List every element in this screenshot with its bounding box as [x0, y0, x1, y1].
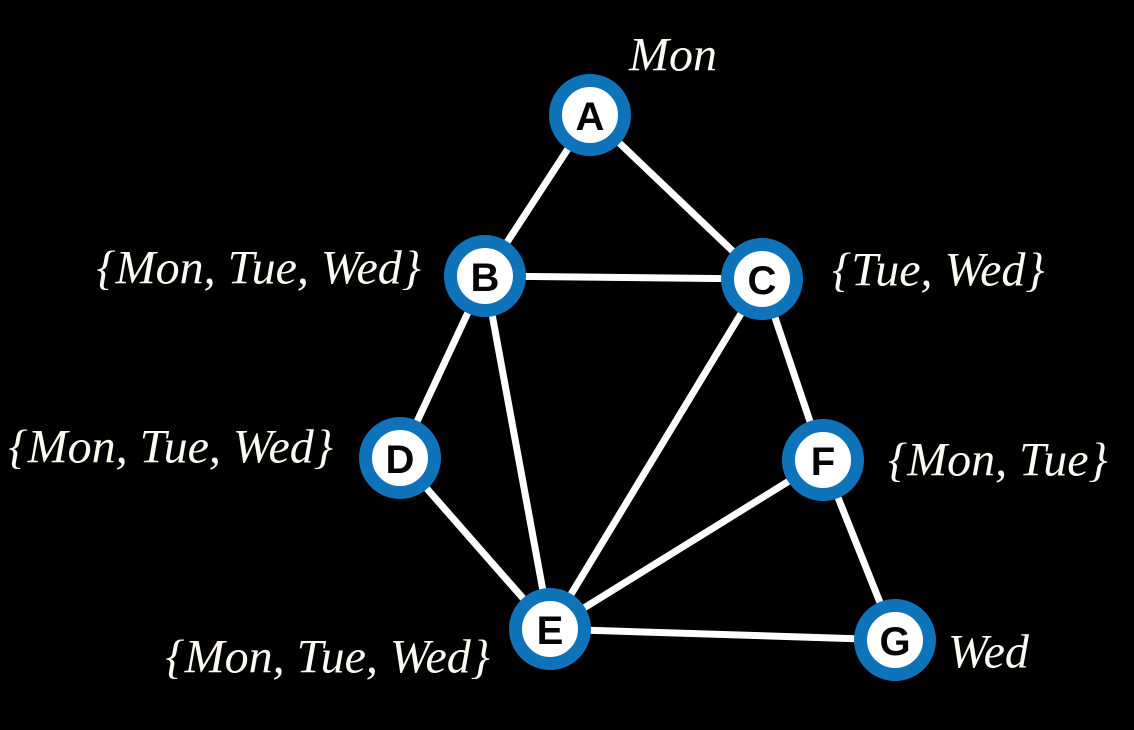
domain-label-E: {Mon, Tue, Wed}: [165, 631, 490, 684]
node-circle-D: [359, 417, 441, 499]
node-circle-G: [854, 599, 936, 681]
node-letter-D: D: [386, 438, 415, 482]
graph-node-G: G: [854, 599, 936, 681]
edge-B-C: [481, 272, 766, 283]
node-letter-G: G: [879, 620, 910, 664]
edge-C-E: [546, 275, 766, 633]
domain-label-G: Wed: [948, 626, 1030, 679]
node-letter-B: B: [471, 256, 500, 300]
node-letter-A: A: [576, 95, 605, 139]
domain-label-A: Mon: [628, 29, 717, 82]
label-layer: Mon {Mon, Tue, Wed} {Tue, Wed} {Mon, Tue, W…: [8, 29, 1107, 684]
domain-label-C: {Tue, Wed}: [832, 244, 1045, 297]
graph-node-E: E: [509, 588, 591, 670]
graph-node-A: A: [549, 74, 631, 156]
graph-node-B: B: [444, 235, 526, 317]
edge-E-F: [546, 456, 827, 633]
node-circle-B: [444, 235, 526, 317]
graph-node-D: D: [359, 417, 441, 499]
node-circle-F: [782, 419, 864, 501]
node-layer: A B C D E F G: [359, 74, 936, 681]
node-letter-F: F: [811, 440, 835, 484]
node-letter-E: E: [537, 609, 564, 653]
node-circle-A: [549, 74, 631, 156]
edge-layer: [396, 111, 899, 644]
node-letter-C: C: [748, 259, 777, 303]
domain-label-F: {Mon, Tue}: [888, 434, 1108, 487]
domain-label-B: {Mon, Tue, Wed}: [96, 242, 421, 295]
node-circle-C: [721, 238, 803, 320]
graph-node-F: F: [782, 419, 864, 501]
edge-B-E: [481, 272, 554, 633]
node-circle-E: [509, 588, 591, 670]
domain-label-D: {Mon, Tue, Wed}: [8, 421, 333, 474]
edge-E-G: [546, 625, 899, 644]
graph-node-C: C: [721, 238, 803, 320]
